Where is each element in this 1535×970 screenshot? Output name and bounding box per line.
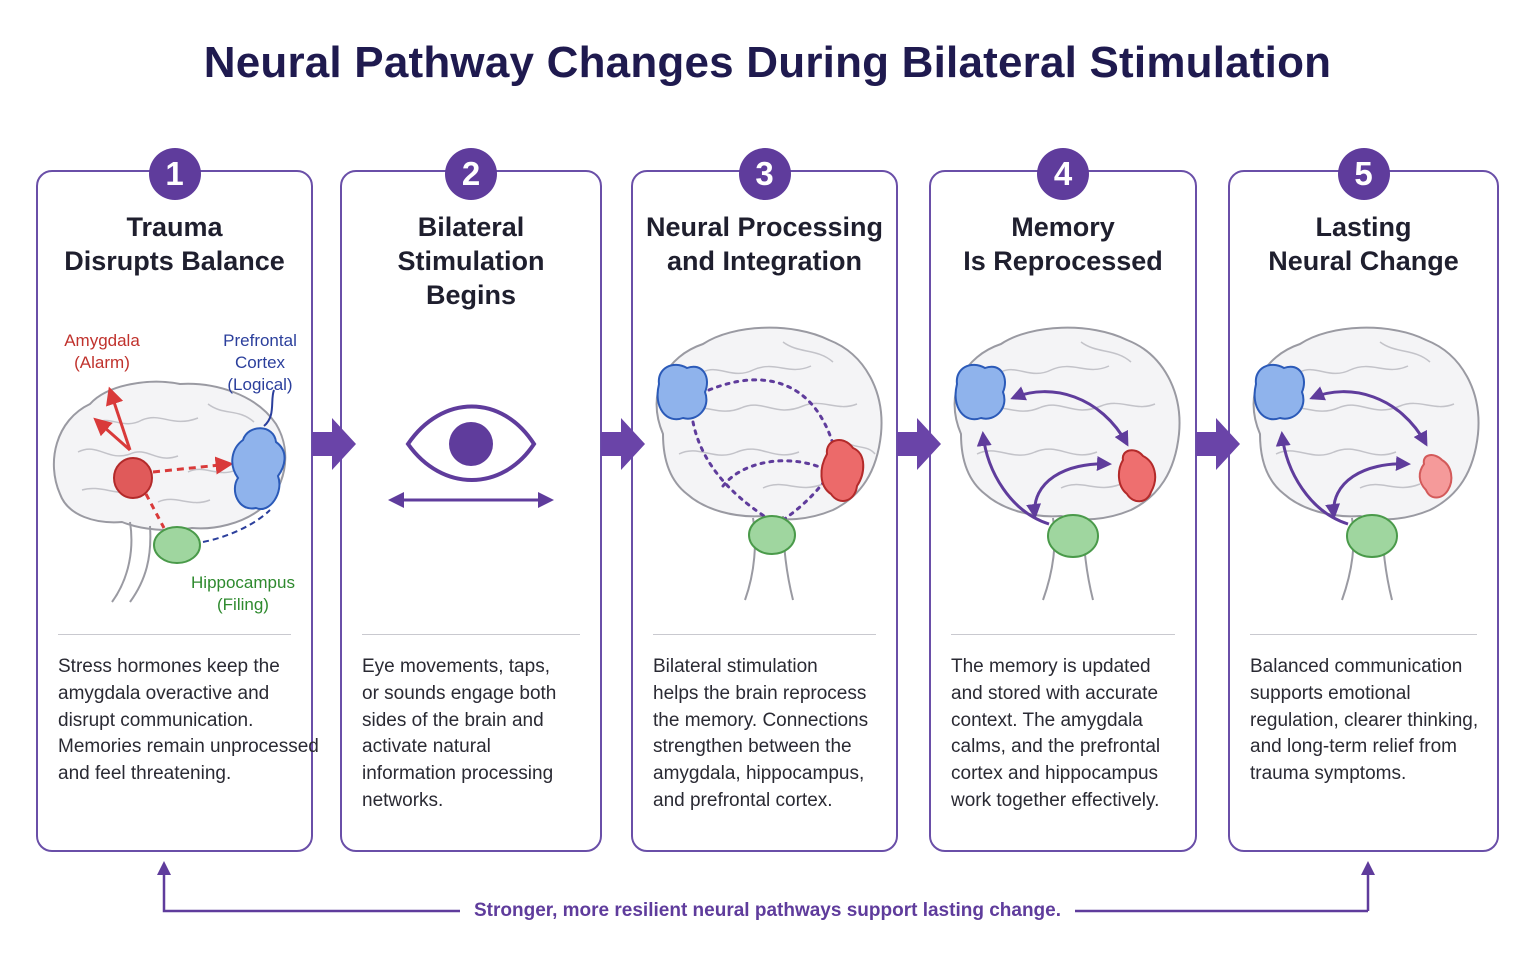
brain-illustration-trauma (52, 380, 287, 603)
amygdala-node (1117, 449, 1157, 503)
step-number-badge: 1 (148, 148, 201, 200)
arrow-right-icon (1196, 418, 1240, 470)
brain-illustration-reprocessed (953, 326, 1181, 601)
page-title: Neural Pathway Changes During Bilateral … (203, 38, 1332, 87)
step-title-line: Lasting (1315, 212, 1412, 242)
step-title: Memory Is Reprocessed (931, 210, 1195, 278)
step-number-badge: 4 (1037, 148, 1089, 200)
step-number-badge: 3 (738, 148, 791, 200)
step-title-line: Is Reprocessed (963, 246, 1163, 276)
step-description: Bilateral stimulation helps the brain re… (653, 656, 869, 811)
amygdala-node (820, 439, 865, 502)
brain-illustration-processing (655, 326, 883, 601)
step-number-badge: 2 (445, 148, 497, 200)
step-description: Balanced communication supports emotiona… (1250, 656, 1479, 785)
eye-illustration (388, 404, 554, 508)
step-title-line: Memory (1011, 212, 1115, 242)
step-card-5: 5 Lasting Neural Change (1228, 148, 1499, 852)
step-card-1: 1 Trauma Disrupts Balance (36, 148, 319, 852)
prefrontal-node (954, 363, 1006, 421)
step-title: Bilateral Stimulation Begins (342, 210, 600, 312)
hippocampus-node (748, 515, 796, 555)
step-title-line: Trauma (126, 212, 223, 242)
prefrontal-node (656, 363, 708, 421)
card-divider (1250, 634, 1477, 635)
step-number-badge: 5 (1337, 148, 1390, 200)
prefrontal-label: Prefrontal Cortex (Logical) (223, 331, 297, 394)
footer-caption: Stronger, more resilient neural pathways… (459, 900, 1076, 921)
step-title-line: Neural Change (1268, 246, 1459, 276)
hippocampus-node (1047, 514, 1099, 558)
card-divider (951, 634, 1175, 635)
hippocampus-label: Hippocampus (Filing) (191, 573, 295, 614)
card-divider (362, 634, 580, 635)
card-divider (653, 634, 876, 635)
brain-illustration-lasting (1252, 326, 1480, 601)
step-title: Trauma Disrupts Balance (38, 210, 311, 278)
prefrontal-node (1253, 363, 1305, 421)
amygdala-label: Amygdala (Alarm) (64, 331, 140, 372)
hippocampus-node (1346, 514, 1398, 558)
step-title: Neural Processing and Integration (633, 210, 896, 278)
step-title-line: and Integration (667, 246, 862, 276)
step-title-line: Neural Processing (645, 212, 884, 242)
step-card-4: 4 Memory Is Reprocessed (929, 148, 1197, 852)
step-description: Stress hormones keep the amygdala overac… (58, 656, 319, 785)
double-arrow-icon (388, 492, 554, 508)
amygdala-node (1418, 454, 1453, 499)
step-title-line: Disrupts Balance (64, 246, 285, 276)
step-title-line: Bilateral (417, 212, 525, 242)
step-title: Lasting Neural Change (1230, 210, 1497, 278)
step-title-line: Begins (425, 280, 517, 310)
eye-icon (405, 404, 537, 482)
amygdala-node (113, 457, 153, 499)
hippocampus-node (153, 526, 201, 564)
arrow-right-icon (601, 418, 645, 470)
step-title-line: Stimulation (397, 246, 545, 276)
arrow-right-icon (312, 418, 356, 470)
prefrontal-node (231, 427, 286, 510)
step-description: Eye movements, taps, or sounds engage bo… (362, 656, 557, 811)
card-divider (58, 634, 291, 635)
step-description: The memory is updated and stored with ac… (951, 656, 1161, 811)
step-card-2: 2 Bilateral Stimulation Begins Eye movem… (340, 148, 602, 852)
arrow-right-icon (897, 418, 941, 470)
step-card-3: 3 Neural Processing and Integration Bila… (631, 148, 898, 852)
